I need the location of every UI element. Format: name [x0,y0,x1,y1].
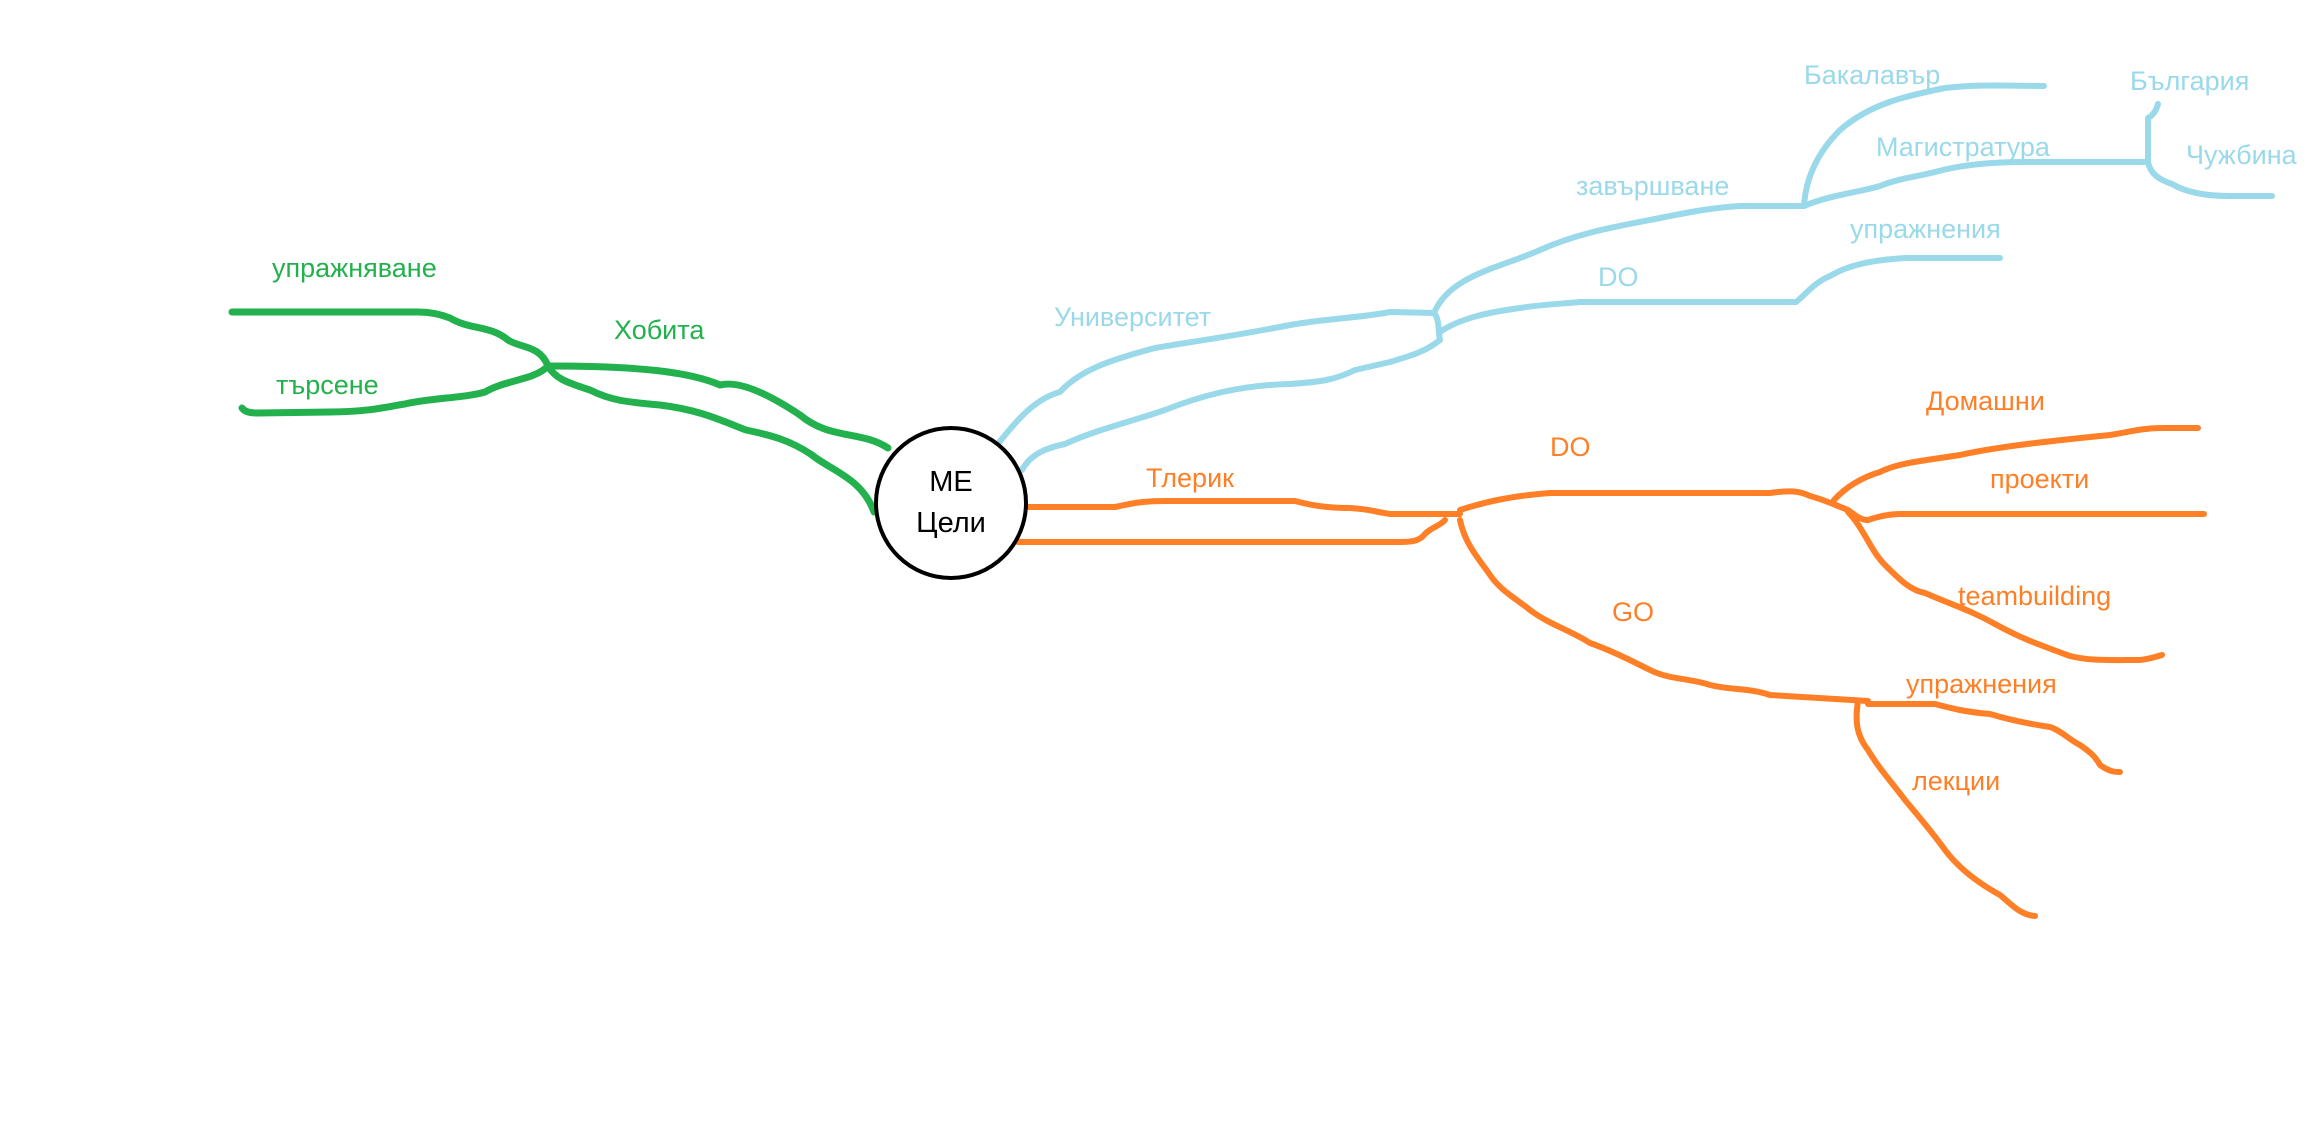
search-hobby-line [238,362,552,417]
graduation-line [1431,203,1807,316]
label-abroad: Чужбина [2186,140,2297,170]
hobbies-inner-line [544,362,878,516]
label-university-do-exercises: упражнения [1850,214,2001,244]
projects-line [1845,507,2207,523]
go-exercises-line [1865,701,2123,775]
telerik-lower-line [1015,517,1448,545]
university-split-line [1431,310,1443,343]
label-telerik: Тлерик [1146,463,1234,493]
center-node-subtitle: Цели [916,507,986,539]
label-lectures: лекции [1912,766,2001,796]
label-university: Университет [1054,302,1212,332]
teambuilding-line [1845,509,2165,664]
lectures-line [1853,698,2038,919]
label-teambuilding: teambuilding [1958,581,2112,611]
center-node-title: ME [929,466,973,499]
telerik-do-line [1457,488,1851,513]
bachelor-line [1801,82,2047,209]
masters-line [1801,159,2151,209]
university-do-line [1437,299,1799,335]
label-university-do: DO [1598,262,1639,292]
label-go-exercises: упражнения [1906,669,2057,699]
homework-line [1831,425,2201,503]
bulgaria-line [2145,101,2161,165]
label-telerik-go: GO [1612,597,1655,627]
label-graduation: завършване [1576,171,1730,201]
label-telerik-do: DO [1550,432,1591,462]
telerik-go-line [1457,517,1871,704]
label-bulgaria: България [2130,66,2250,96]
label-search-hobby: търсене [276,370,379,400]
label-bachelor: Бакалавър [1804,60,1941,90]
university-branch-lines [993,82,2275,473]
hobbies-connector-line [544,362,892,452]
label-projects: проекти [1990,464,2090,494]
university-upper-line [993,309,1437,449]
abroad-line [2145,159,2275,199]
telerik-branch-lines [1015,425,2207,919]
center-node-circle [874,426,1028,580]
label-hobbies: Хобита [614,315,705,345]
label-exercise-hobby: упражняване [272,253,437,283]
telerik-upper-line [1025,498,1463,517]
hobbies-branch-lines [228,308,892,516]
university-do-exercises-line [1793,255,2003,305]
center-node[interactable]: ME Цели [874,426,1028,580]
exercise-hobby-line [228,308,552,370]
label-homework: Домашни [1926,386,2045,416]
university-lower-line [1019,337,1443,473]
label-masters: Магистратура [1876,132,2050,162]
